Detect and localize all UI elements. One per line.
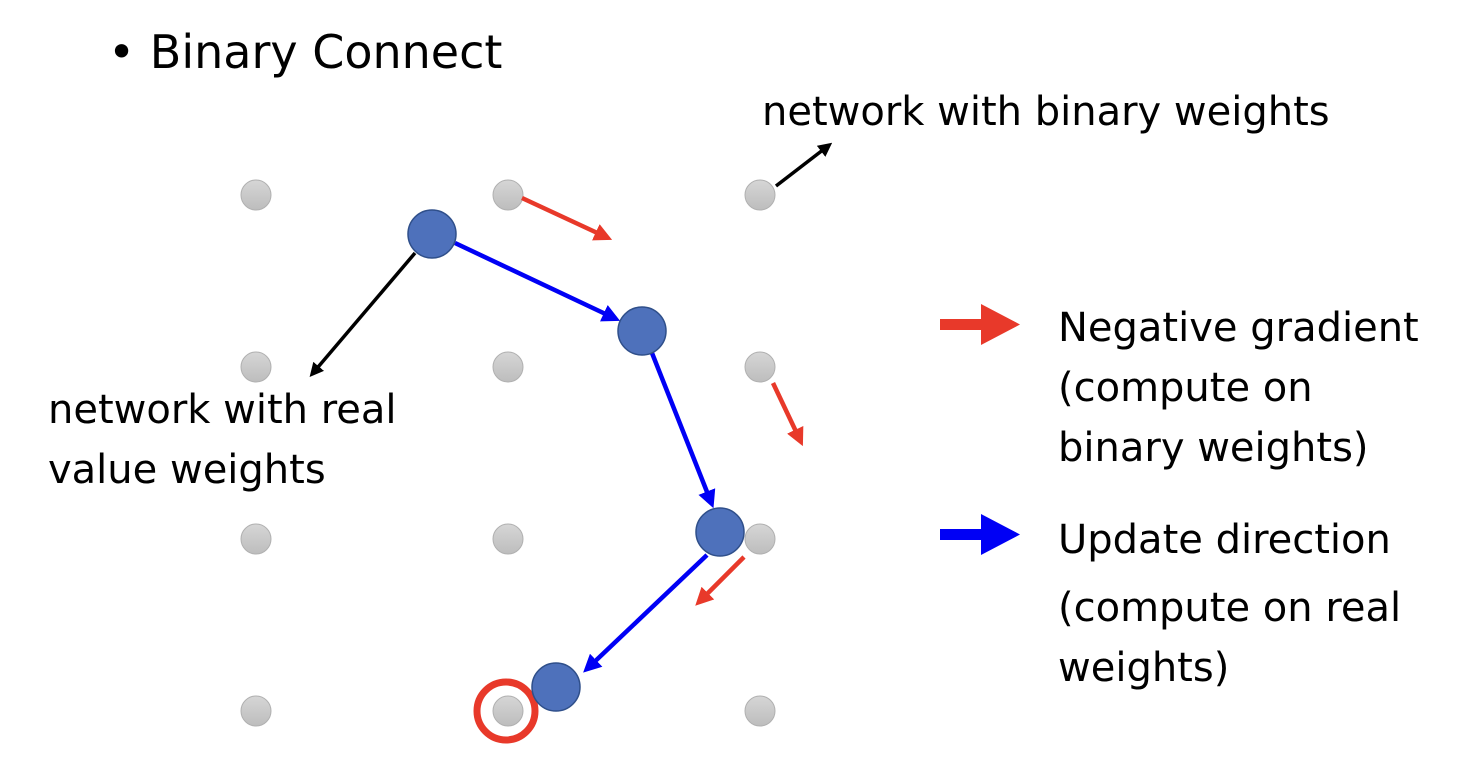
binary-node [492,179,524,211]
legend-negative-gradient-line3: binary weights) [1058,425,1369,471]
legend-negative-gradient: Negative gradient (compute on binary wei… [1058,298,1419,478]
binary-node [240,523,272,555]
binary-node [240,179,272,211]
binary-node-grid [240,179,776,727]
real-weight-node [617,306,667,356]
binary-node [240,695,272,727]
update-arrow [454,240,621,322]
real-weights-label-line2: value weights [48,447,326,493]
selected-binary-node-ring [473,678,539,744]
gradient-arrow [770,382,804,447]
binary-weights-label: network with binary weights [762,89,1330,135]
gradient-arrow [695,555,746,606]
negative-gradient-arrows [521,195,804,606]
binary-node [492,523,524,555]
legend-negative-gradient-line1: Negative gradient [1058,305,1419,351]
gradient-arrow [521,195,613,241]
update-arrow [649,352,716,509]
real-weight-node [695,507,745,557]
real-weights-pointer-arrow [309,251,417,378]
binary-node [744,695,776,727]
update-direction-arrows [454,240,716,673]
legend-update-direction-icon [940,514,1020,555]
binary-weights-pointer-arrow [774,142,833,188]
real-weights-label-line1: network with real [48,387,397,433]
slide-title: • Binary Connect [108,22,502,82]
legend-update-direction-line1: Update direction [1058,517,1391,563]
real-weights-label: network with real value weights [48,380,397,500]
real-weight-trajectory [407,209,745,712]
binary-node [492,351,524,383]
legend-update-direction-line2: (compute on real [1058,585,1402,631]
real-weight-node [407,209,457,259]
binary-node [744,351,776,383]
legend-negative-gradient-line2: (compute on [1058,365,1313,411]
title-text: Binary Connect [149,25,503,79]
binary-node [744,523,776,555]
binary-node [744,179,776,211]
binary-node [240,351,272,383]
legend-update-direction-line3: weights) [1058,645,1230,691]
real-weight-node [531,662,581,712]
update-arrow [583,553,709,673]
legend-update-direction: Update direction (compute on real weight… [1058,510,1401,698]
binary-node [492,695,524,727]
legend-negative-gradient-icon [940,304,1020,345]
bullet-marker: • [108,25,136,79]
